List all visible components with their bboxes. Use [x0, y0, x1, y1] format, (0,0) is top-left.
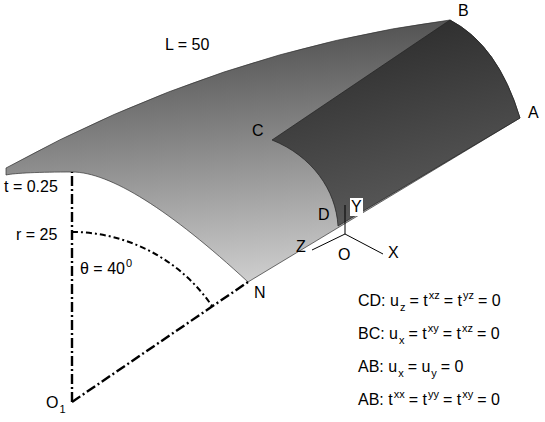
point-label: C: [252, 122, 264, 140]
axis-label-group: X: [388, 244, 399, 262]
quarter-model-region: [272, 20, 520, 226]
point-label-group: B: [458, 2, 469, 20]
subscript-index: x: [399, 334, 405, 347]
boundary-condition: = t: [409, 391, 427, 409]
dimension-label: θ = 40: [80, 260, 125, 278]
boundary-condition: CD: u: [358, 292, 399, 310]
boundary-condition: = 0: [477, 391, 500, 409]
boundary-condition-group: CD: uz= txz= tyz= 0: [358, 292, 501, 310]
superscript-index: xz: [462, 322, 473, 335]
boundary-condition: = 0: [441, 358, 464, 376]
shell-surface: [6, 20, 520, 282]
superscript-index: xy: [462, 388, 473, 401]
subscript-index: 1: [59, 403, 65, 416]
radius-line: [72, 282, 248, 402]
superscript-index: yy: [428, 388, 439, 401]
boundary-condition: = t: [409, 292, 427, 310]
superscript-index: xz: [429, 289, 440, 302]
superscript-index: yz: [463, 289, 474, 302]
superscript-index: xy: [428, 322, 439, 335]
dimension-label-group: θ = 400: [80, 260, 132, 278]
dimension-label: L = 50: [165, 36, 209, 54]
subscript-index: z: [400, 301, 406, 314]
boundary-condition: = t: [409, 325, 427, 343]
superscript-index: xx: [394, 388, 405, 401]
point-label-group: C: [252, 122, 264, 140]
boundary-condition: AB: t: [358, 391, 393, 409]
dimension-label-group: t = 0.25: [4, 178, 58, 196]
axis-label: Z: [296, 238, 306, 256]
axis-label: X: [388, 244, 399, 262]
boundary-condition: BC: u: [358, 325, 398, 343]
point-label: A: [528, 104, 539, 122]
boundary-condition: AB: u: [358, 358, 397, 376]
axis-label: O: [338, 246, 350, 264]
point-label: O: [46, 394, 58, 412]
y-axis: [345, 205, 346, 234]
point-label: N: [254, 284, 266, 302]
point-label-group: O1: [46, 394, 66, 412]
dimension-label-group: r = 25: [16, 226, 57, 244]
axis-label: Y: [350, 198, 363, 216]
x-axis: [345, 234, 383, 254]
radius-line: [71, 172, 73, 402]
point-label-group: A: [528, 104, 539, 122]
superscript-index: 0: [126, 257, 132, 270]
angle-arc: [72, 232, 212, 306]
boundary-condition: = 0: [477, 325, 500, 343]
boundary-condition: = u: [408, 358, 431, 376]
point-label-group: D: [318, 206, 330, 224]
boundary-condition-group: BC: ux= txy= txz= 0: [358, 325, 500, 343]
subscript-index: x: [398, 367, 404, 380]
subscript-index: y: [431, 367, 437, 380]
boundary-condition: = t: [444, 292, 462, 310]
boundary-condition-group: AB: ux= uy= 0: [358, 358, 464, 376]
boundary-condition-group: AB: txx= tyy= txy= 0: [358, 391, 500, 409]
dimension-label: t = 0.25: [4, 178, 58, 196]
point-label: D: [318, 206, 330, 224]
dimension-label-group: L = 50: [165, 36, 209, 54]
dimension-label: r = 25: [16, 226, 57, 244]
boundary-condition: = t: [443, 391, 461, 409]
axis-label-group: Y: [350, 198, 363, 216]
boundary-condition: = 0: [478, 292, 501, 310]
point-label: B: [458, 2, 469, 20]
boundary-condition: = t: [443, 325, 461, 343]
point-label-group: N: [254, 284, 266, 302]
axis-label-group: Z: [296, 238, 306, 256]
axis-label-group: O: [338, 246, 350, 264]
